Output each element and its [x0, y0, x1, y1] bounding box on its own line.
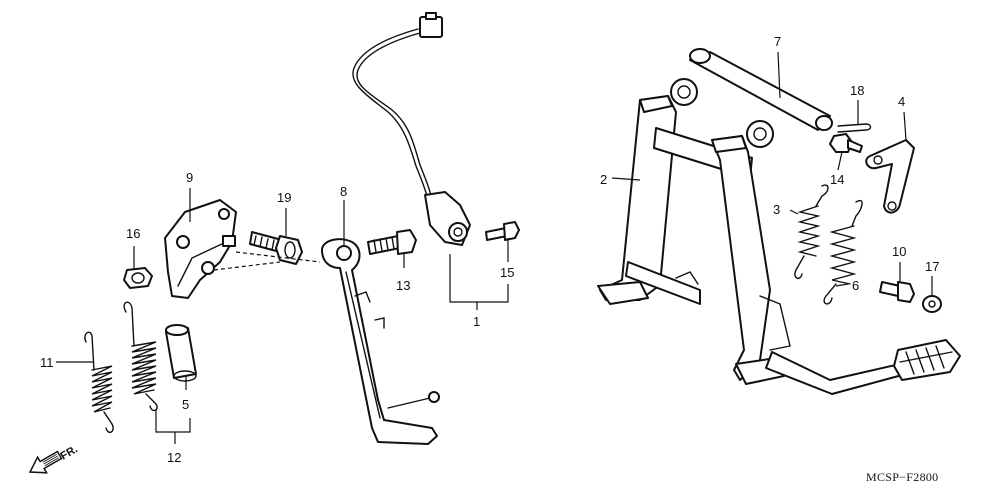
callout-3: 3	[773, 202, 780, 217]
front-label: FR.	[59, 443, 80, 462]
callout-10: 10	[892, 244, 906, 259]
diagram-code: MCSP−F2800	[866, 470, 938, 484]
callout-19: 19	[277, 190, 291, 205]
bolt-10	[879, 281, 915, 303]
side-stand	[321, 238, 440, 445]
spring-6	[823, 199, 863, 305]
spring-3	[794, 184, 829, 280]
spring-11	[84, 331, 114, 434]
screw-15	[485, 221, 520, 241]
callout-6: 6	[852, 278, 859, 293]
callout-numbers: 1 2 3 4 5 6 7 8 9 10 11 12 13 14 15 16 1…	[40, 34, 939, 465]
callout-9: 9	[186, 170, 193, 185]
collar-5	[165, 324, 197, 382]
callout-15: 15	[500, 265, 514, 280]
stand-plate-4	[865, 139, 915, 214]
leader-lines	[56, 51, 933, 444]
pivot-pin-7	[689, 48, 833, 131]
callout-8: 8	[340, 184, 347, 199]
washer-17	[922, 295, 942, 313]
callout-18: 18	[850, 83, 864, 98]
callout-12: 12	[167, 450, 181, 465]
bolt-19	[249, 231, 303, 265]
callout-7: 7	[774, 34, 781, 49]
main-stand	[597, 78, 961, 395]
bolt-14	[829, 133, 863, 153]
callout-11: 11	[40, 355, 54, 370]
callout-1: 1	[473, 314, 480, 329]
spring-12	[123, 301, 158, 412]
side-stand-switch	[352, 12, 471, 246]
callout-2: 2	[600, 172, 607, 187]
bolt-13	[367, 229, 417, 255]
front-direction-indicator: FR.	[28, 443, 80, 474]
callout-17: 17	[925, 259, 939, 274]
callout-13: 13	[396, 278, 410, 293]
callout-4: 4	[898, 94, 905, 109]
front-arrow-icon	[28, 450, 63, 474]
callout-16: 16	[126, 226, 140, 241]
stand-bracket	[164, 199, 237, 299]
cotter-pin-18	[837, 123, 872, 133]
callout-5: 5	[182, 397, 189, 412]
nut-16	[123, 267, 153, 289]
callout-14: 14	[830, 172, 844, 187]
